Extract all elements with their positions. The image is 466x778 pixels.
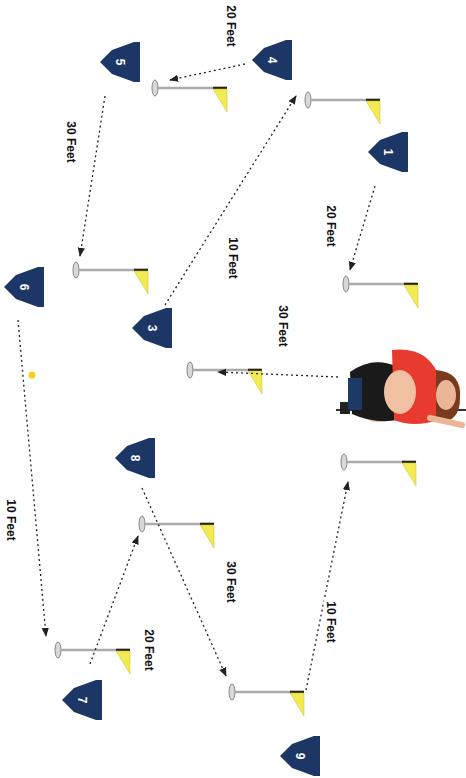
cone-number: 9 [293,753,307,760]
numbered-cone: 9 [280,732,320,778]
distance-label: 10 Feet [3,497,17,542]
putt-paths [18,64,375,690]
numbered-cone: 3 [132,304,172,352]
numbered-cone: 5 [100,38,140,86]
numbered-cone: 6 [4,263,44,311]
distance-label: 30 Feet [223,559,237,604]
distance-label: 20 Feet [323,203,337,248]
numbered-cone: 7 [62,676,102,724]
distance-label: 20 Feet [141,627,155,672]
distance-label: 20 Feet [223,3,237,48]
numbered-cone: 1 [368,128,408,176]
golfer-figure [336,350,466,425]
cone-number: 8 [128,455,142,462]
cone-number: 1 [381,149,395,156]
cone-number: 6 [17,284,31,291]
cone-number: 7 [75,697,89,704]
cone-number: 5 [113,59,127,66]
distance-label: 10 Feet [323,599,337,644]
distance-label: 30 Feet [63,119,77,164]
distance-label: 10 Feet [225,235,239,280]
cone-number: 4 [265,57,279,64]
numbered-cone: 8 [115,434,155,482]
distance-label: 30 Feet [275,303,289,348]
numbered-cone: 4 [252,36,292,84]
hole-flags [55,80,418,716]
golf-ball [29,372,36,379]
cone-number: 3 [145,325,159,332]
